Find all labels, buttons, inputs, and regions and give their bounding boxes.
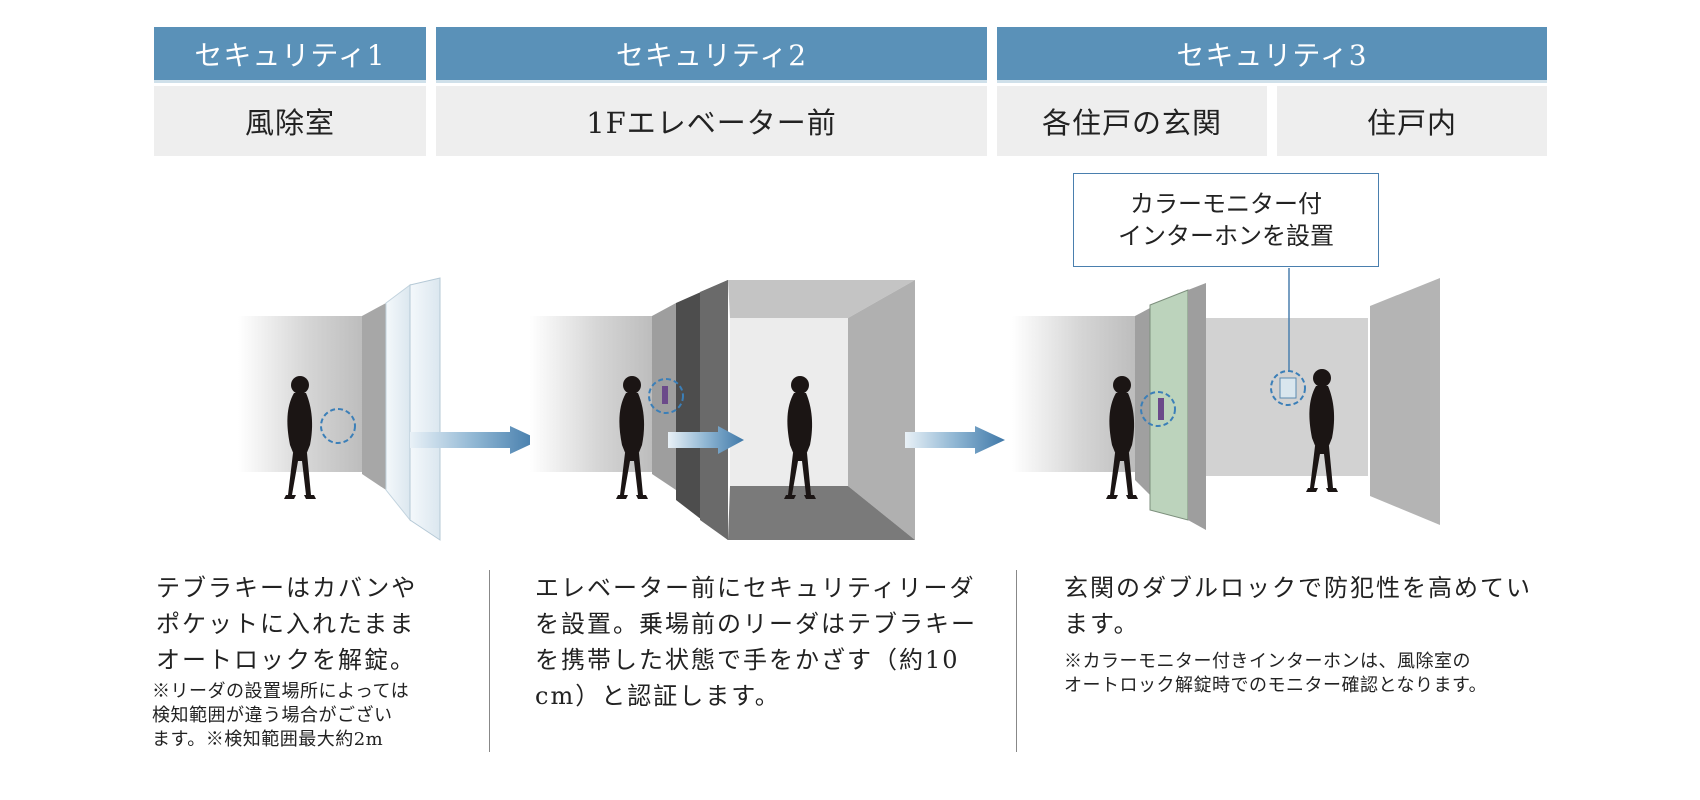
arrow-right-icon	[410, 426, 540, 454]
description-line: を設置。乗場前のリーダはテブラキー	[535, 610, 977, 638]
location-wind-room-label: 風除室	[244, 106, 335, 140]
header-security-1-label: セキュリティ1	[194, 38, 386, 72]
description-line: を携帯した状態で手をかざす（約10	[535, 646, 960, 674]
description-line: オートロックを解錠。	[156, 646, 416, 674]
header-security-2-label: セキュリティ2	[615, 38, 808, 72]
note-line: ※カラーモニター付きインターホンは、風除室の	[1064, 651, 1471, 672]
description-line: cm）と認証します。	[535, 682, 781, 710]
header-security-2: セキュリティ2	[436, 27, 987, 83]
location-elevator-front-label: 1Fエレベーター前	[586, 106, 837, 140]
description-line: ます。	[1064, 610, 1140, 638]
header-security-3: セキュリティ3	[997, 27, 1547, 83]
note-line: ※リーダの設置場所によっては	[152, 681, 410, 702]
description-line: テブラキーはカバンや	[156, 574, 418, 602]
location-inside-unit: 住戸内	[1277, 86, 1547, 156]
panel-entrance	[1012, 268, 1440, 530]
note-security-1: ※リーダの設置場所によっては 検知範囲が違う場合がござい ます。※検知範囲最大約…	[152, 680, 409, 752]
divider	[1016, 570, 1017, 752]
note-line: 検知範囲が違う場合がござい	[152, 705, 393, 726]
description-line: 玄関のダブルロックで防犯性を高めてい	[1064, 574, 1532, 602]
location-wind-room: 風除室	[154, 86, 426, 156]
intercom-callout: カラーモニター付 インターホンを設置	[1073, 173, 1379, 267]
description-line: エレベーター前にセキュリティリーダ	[535, 574, 976, 602]
note-line: オートロック解錠時でのモニター確認となります。	[1064, 675, 1488, 696]
description-security-2: エレベーター前にセキュリティリーダ を設置。乗場前のリーダはテブラキー を携帯し…	[535, 570, 977, 714]
card-reader-icon	[320, 408, 356, 444]
divider	[489, 570, 490, 752]
description-line: ポケットに入れたまま	[156, 610, 416, 638]
note-line: ます。※検知範囲最大約2m	[152, 729, 384, 750]
intercom-icon	[1270, 370, 1306, 406]
location-inside-unit-label: 住戸内	[1366, 106, 1457, 140]
callout-line-1: カラーモニター付	[1130, 190, 1322, 218]
location-elevator-front: 1Fエレベーター前	[436, 86, 987, 156]
panel-wind-room	[238, 277, 441, 541]
location-entrance-label: 各住戸の玄関	[1041, 106, 1222, 140]
header-security-1: セキュリティ1	[154, 27, 426, 83]
description-security-3: 玄関のダブルロックで防犯性を高めてい ます。	[1064, 570, 1532, 642]
header-security-3-label: セキュリティ3	[1176, 38, 1368, 72]
callout-line-2: インターホンを設置	[1118, 222, 1334, 250]
note-security-3: ※カラーモニター付きインターホンは、風除室の オートロック解錠時でのモニター確認…	[1064, 650, 1487, 698]
location-entrance: 各住戸の玄関	[997, 86, 1267, 156]
panel-elevator	[530, 280, 915, 540]
description-security-1: テブラキーはカバンや ポケットに入れたまま オートロックを解錠。	[156, 570, 417, 678]
